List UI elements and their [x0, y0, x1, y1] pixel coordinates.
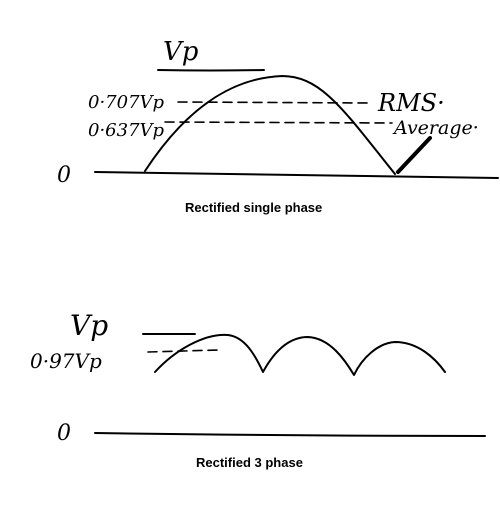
- single-avg-value-label: 0·637Vp: [88, 120, 165, 141]
- three-level-dashed-line: [147, 349, 219, 353]
- single-zero-label: 0: [57, 163, 71, 188]
- three-level-label: 0·97Vp: [30, 349, 102, 373]
- three-peak-label: Vp: [70, 309, 108, 342]
- single-peak-line: [157, 69, 265, 72]
- three-phase-diagram: Vp 0·97Vp 0 Rectified 3 phase: [30, 309, 486, 470]
- single-peak-label: Vp: [163, 37, 199, 67]
- single-avg-dashed-line: [164, 121, 393, 124]
- single-rms-label: RMS·: [377, 89, 445, 117]
- single-phase-diagram: Vp 0·707Vp 0·637Vp RMS· Average· 0 Recti…: [57, 37, 499, 215]
- single-avg-pointer: [396, 136, 432, 174]
- single-rms-value-label: 0·707Vp: [88, 92, 165, 113]
- three-caption: Rectified 3 phase: [196, 455, 303, 470]
- three-zero-label: 0: [57, 421, 71, 446]
- three-waveform: [154, 333, 446, 376]
- single-avg-label: Average·: [392, 117, 479, 139]
- single-rms-dashed-line: [177, 101, 373, 104]
- three-baseline: [94, 432, 486, 437]
- single-caption: Rectified single phase: [185, 200, 322, 215]
- single-baseline: [94, 171, 499, 179]
- single-waveform: [144, 75, 396, 175]
